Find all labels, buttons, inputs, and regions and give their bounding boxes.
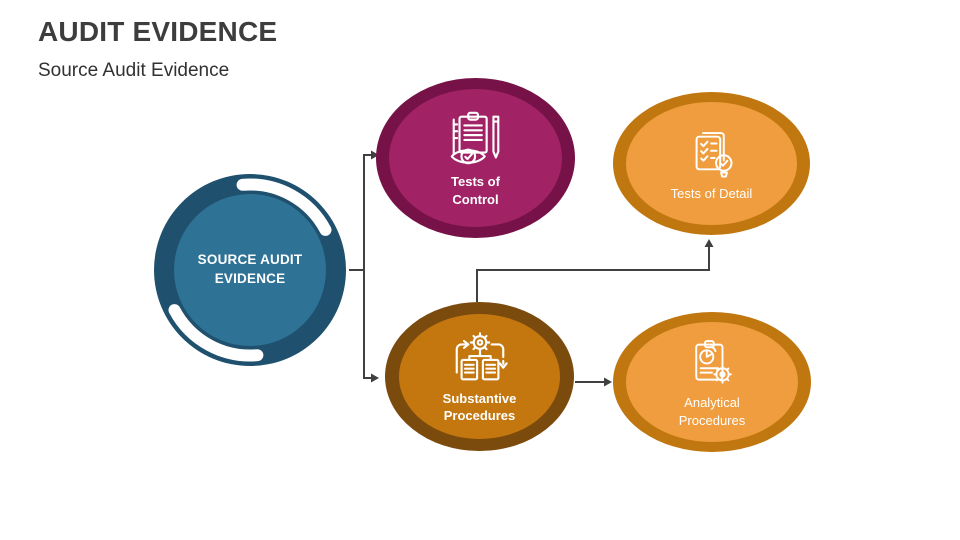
node-tests-of-detail: Tests of Detail: [613, 92, 810, 235]
node-label: SOURCE AUDIT EVIDENCE: [197, 252, 303, 286]
connector-substantive-to-detail: [476, 247, 710, 302]
node-analytical-procedures: Analytical Procedures: [613, 312, 811, 452]
gear-documents-cycle-icon: [449, 329, 511, 387]
page-title: AUDIT EVIDENCE: [38, 16, 278, 47]
node-substantive-procedures: Substantive Procedures: [385, 302, 574, 451]
swoosh-circle-badge: [154, 174, 346, 366]
node-source-audit-evidence: SOURCE AUDIT EVIDENCE: [152, 172, 348, 368]
node-label: Analytical Procedures: [678, 395, 746, 428]
clipboard-piechart-gear-icon: [684, 335, 740, 391]
node-label: Tests of Detail: [670, 186, 753, 202]
node-label: Substantive Procedures: [442, 390, 517, 423]
arrowhead-substantive: [371, 373, 379, 383]
node-label: Tests of Control: [451, 174, 500, 207]
arrowhead-analytical: [604, 377, 612, 387]
swoosh-top-right: [236, 178, 332, 236]
swoosh-bottom-left: [168, 304, 264, 362]
page-subtitle: Source Audit Evidence: [38, 60, 230, 81]
checklist-bulb-icon: [683, 124, 741, 182]
arrowhead-detail: [704, 239, 714, 247]
node-tests-of-control: Tests of Control: [376, 78, 575, 238]
clipboard-eye-pencil-icon: [445, 108, 507, 170]
